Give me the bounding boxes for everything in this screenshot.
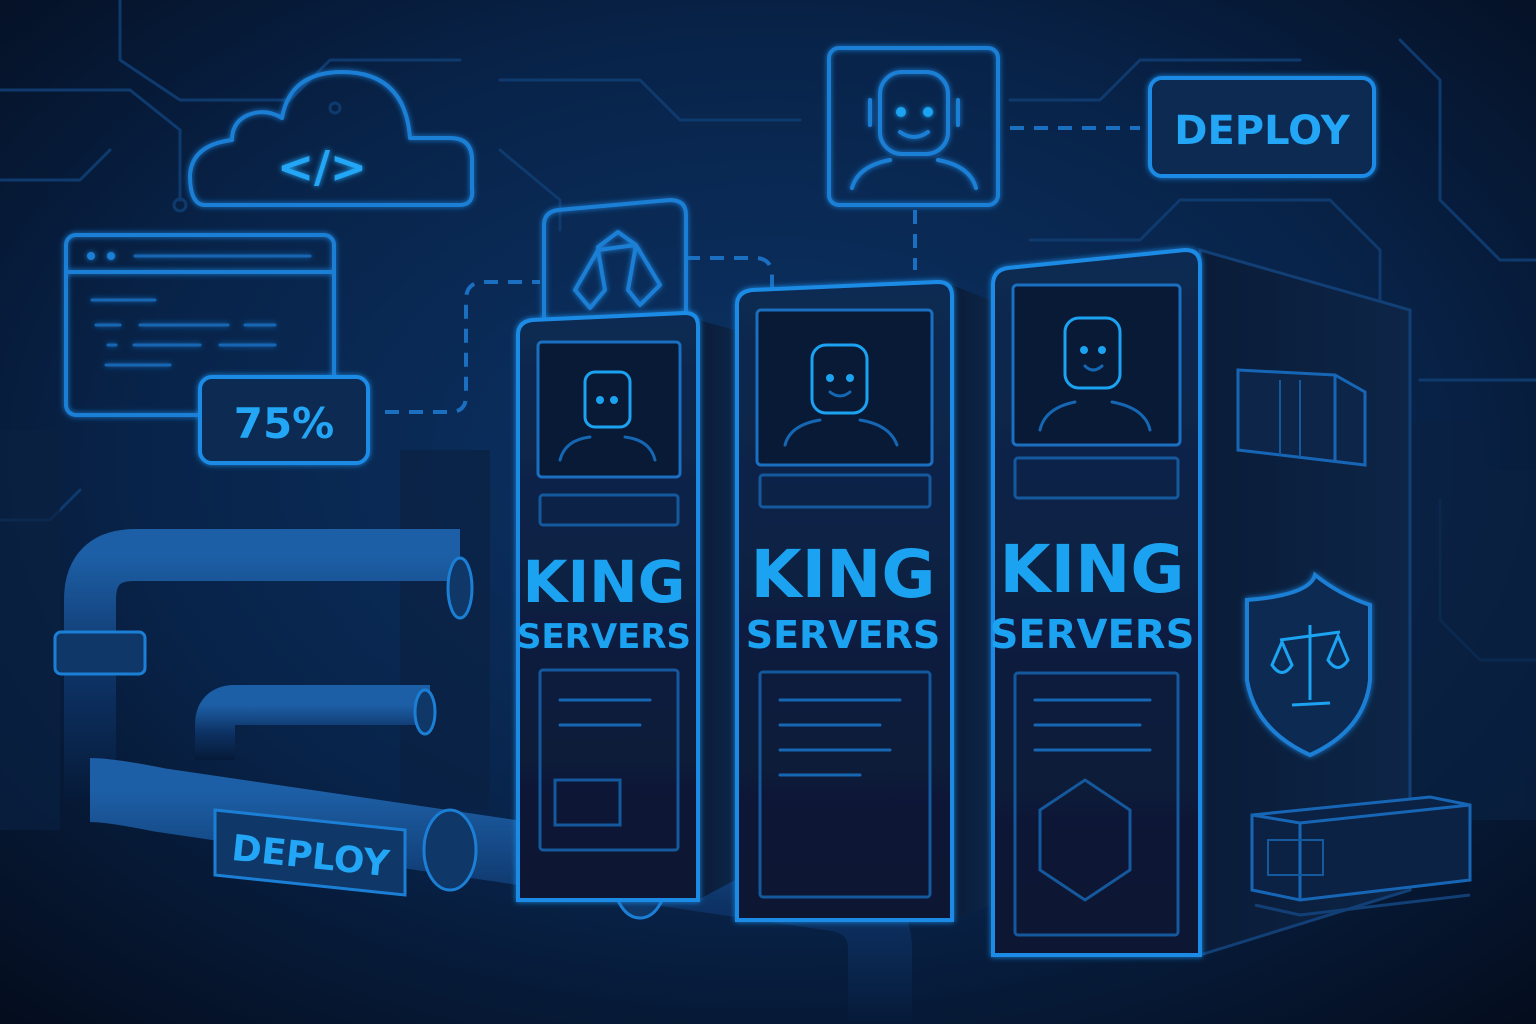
server-tower-2: KING SERVERS <box>735 279 990 922</box>
deploy-badge-label: DEPLOY <box>1174 108 1350 154</box>
container-icon <box>1236 368 1367 467</box>
server-tower-3: KING SERVERS <box>990 247 1412 958</box>
robot-avatar-icon <box>810 343 869 415</box>
server-subtitle: SERVERS <box>990 612 1195 658</box>
connector-line <box>686 256 774 300</box>
deploy-badge: DEPLOY <box>1148 76 1376 178</box>
server-brand: KING <box>523 548 686 616</box>
shield-scales-icon <box>1245 571 1372 758</box>
crate-icon <box>1250 795 1472 917</box>
scales-icon <box>542 198 688 322</box>
progress-badge: 75% <box>198 375 370 465</box>
server-brand: KING <box>750 536 935 613</box>
server-tower-1: KING SERVERS <box>516 310 735 902</box>
robot-avatar-icon <box>1063 316 1122 390</box>
progress-value: 75% <box>234 399 335 448</box>
server-subtitle: SERVERS <box>746 613 941 657</box>
browser-window-icon <box>64 233 336 417</box>
robot-avatar-icon <box>583 370 632 429</box>
server-brand: KING <box>999 531 1184 608</box>
robot-avatar-icon <box>827 46 1000 207</box>
cloud-code-icon: </> <box>188 70 475 207</box>
city-silhouette <box>0 420 1536 830</box>
code-glyph: </> <box>277 142 367 193</box>
server-subtitle: SERVERS <box>517 617 691 657</box>
